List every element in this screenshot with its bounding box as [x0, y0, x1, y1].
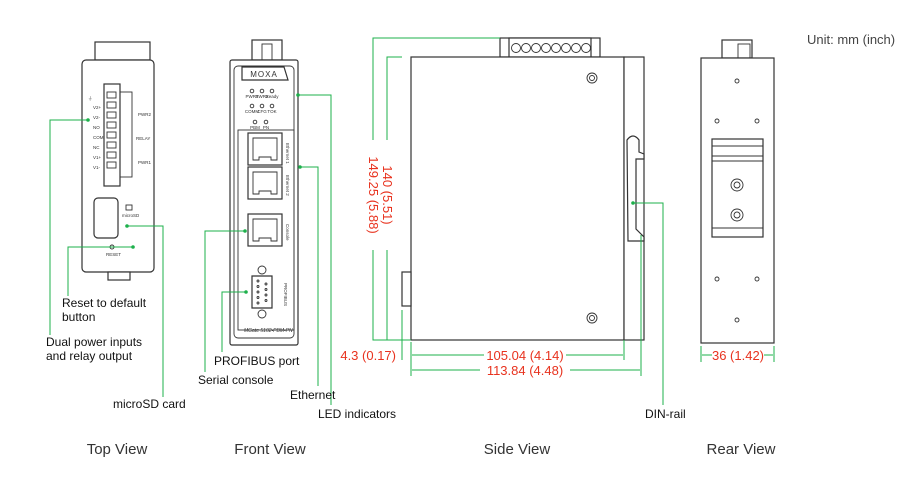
microsd-icon: [125, 204, 133, 211]
db9-pin: [256, 296, 260, 299]
terminal-slot: [106, 91, 117, 99]
led-label: PWR2: [255, 94, 268, 99]
terminal-screw: [541, 43, 551, 53]
svg-text:NO: NO: [93, 125, 100, 130]
svg-text:NC: NC: [93, 145, 100, 150]
terminal-slot: [106, 121, 117, 129]
led-label: PBM: [250, 125, 260, 130]
db9-pin: [264, 299, 268, 302]
terminal-screw: [531, 43, 541, 53]
terminal-block: [103, 83, 121, 187]
title-side-view: Side View: [484, 441, 551, 458]
db9-pin: [256, 285, 260, 288]
terminal-slot: [106, 101, 117, 109]
dim-body-depth: 105.04 (4.14): [486, 348, 563, 363]
svg-text:microSD: microSD: [122, 213, 140, 218]
terminal-screw: [581, 43, 591, 53]
terminal-screw: [521, 43, 531, 53]
title-top-view: Top View: [87, 441, 148, 458]
callout-profibus: PROFIBUS port: [214, 354, 300, 368]
svg-text:Console: Console: [285, 224, 290, 241]
top-view: ⏚ V2+ V2- NO COM NC V1+ V1- PWR2 RELAY P…: [81, 41, 155, 281]
callout-power: Dual power inputs: [46, 335, 142, 349]
led-label: TOK: [267, 109, 276, 114]
callout-microsd: microSD card: [113, 397, 186, 411]
led-indicator: [263, 119, 269, 125]
led-label: CFG: [257, 109, 267, 114]
callout-ethernet: Ethernet: [290, 388, 336, 402]
svg-text:MGate 5102-PBM-PN: MGate 5102-PBM-PN: [244, 328, 293, 334]
led-indicator: [269, 103, 275, 109]
callout-reset: Reset to default: [62, 296, 147, 310]
db9-pin: [264, 282, 268, 286]
terminal-slot: [106, 161, 117, 169]
dim-total-height: 149.25 (5.88): [366, 156, 381, 233]
led-label: Ready: [265, 94, 279, 99]
svg-text:MOXA: MOXA: [250, 70, 278, 79]
dimension-lines: [372, 37, 775, 376]
led-indicator: [249, 103, 255, 109]
svg-text:PWR1: PWR1: [138, 160, 151, 165]
db9-pin: [256, 290, 260, 294]
dim-tab-depth: 4.3 (0.17): [340, 348, 396, 363]
terminal-slot: [106, 141, 117, 149]
svg-text:Ethernet 2: Ethernet 2: [285, 175, 290, 196]
led-indicator: [259, 88, 265, 94]
svg-text:V2-: V2-: [93, 115, 101, 120]
svg-text:V1-: V1-: [93, 165, 101, 170]
terminal-slot: [106, 151, 117, 159]
title-rear-view: Rear View: [707, 441, 776, 458]
dim-width: 36 (1.42): [712, 348, 764, 363]
terminal-screw: [561, 43, 571, 53]
svg-text:Ethernet 1: Ethernet 1: [285, 143, 290, 164]
svg-text:⏚: ⏚: [88, 95, 93, 101]
svg-text:PROFIBUS: PROFIBUS: [283, 283, 288, 306]
svg-text:PWR2: PWR2: [138, 112, 151, 117]
db9-pin: [264, 293, 268, 297]
terminal-screw: [511, 43, 521, 53]
db9-connector: [251, 275, 273, 309]
svg-text:RESET: RESET: [106, 252, 121, 257]
db9-pin: [264, 288, 268, 291]
dim-total-depth: 113.84 (4.48): [487, 363, 563, 378]
moxa-logo: [241, 66, 289, 81]
side-view: [401, 37, 645, 341]
db9-pin: [256, 279, 260, 283]
led-indicator: [259, 103, 265, 109]
callout-led: LED indicators: [318, 407, 396, 421]
svg-text:COM: COM: [93, 135, 104, 140]
led-indicator: [252, 119, 258, 125]
svg-text:button: button: [62, 310, 95, 324]
din-rail-clip: [626, 135, 645, 242]
dim-body-height: 140 (5.51): [380, 165, 395, 224]
led-label: PWR1: [245, 94, 258, 99]
svg-text:and relay output: and relay output: [46, 349, 133, 363]
microsd-slot: [93, 197, 119, 239]
svg-text:V2+: V2+: [93, 105, 102, 110]
title-front-view: Front View: [234, 441, 306, 458]
leader-lines: [49, 93, 664, 405]
led-label: PN: [263, 125, 269, 130]
led-indicator: [249, 88, 255, 94]
unit-label: Unit: mm (inch): [807, 32, 895, 47]
svg-text:V1+: V1+: [93, 155, 102, 160]
terminal-screw: [571, 43, 581, 53]
callout-dinrail: DIN-rail: [645, 407, 686, 421]
db9-pin: [256, 301, 260, 305]
callout-serial: Serial console: [198, 373, 274, 387]
led-label: COMM: [245, 109, 259, 114]
led-indicator: [269, 88, 275, 94]
rear-view: [700, 39, 775, 344]
terminal-slot: [106, 131, 117, 139]
terminal-slot: [106, 111, 117, 119]
terminal-screw: [551, 43, 561, 53]
svg-text:RELAY: RELAY: [136, 136, 150, 141]
